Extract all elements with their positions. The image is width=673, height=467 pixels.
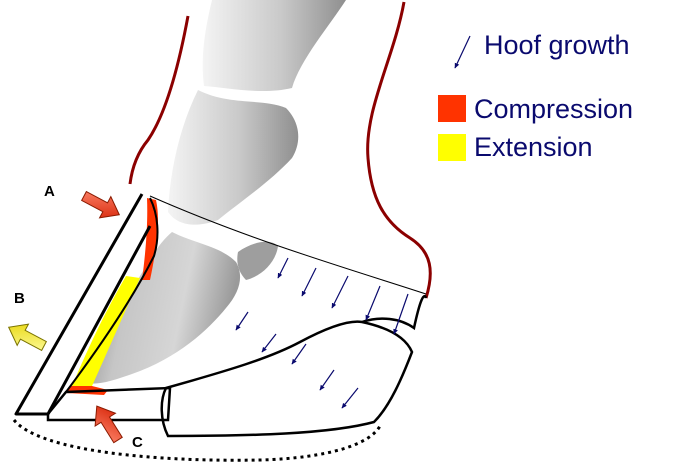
navicular-bone xyxy=(237,242,278,280)
frog-outline xyxy=(162,322,412,436)
growth-arrow xyxy=(342,388,358,408)
arrow-b xyxy=(3,317,50,357)
short-pastern-bone xyxy=(168,90,298,225)
arrow-a xyxy=(78,185,125,225)
leg-back-outline xyxy=(368,2,431,298)
legend-extension-swatch xyxy=(438,134,466,161)
growth-arrows xyxy=(236,258,408,408)
growth-arrow xyxy=(332,276,348,308)
growth-arrow xyxy=(394,294,408,334)
growth-arrow xyxy=(366,286,380,320)
growth-arrow xyxy=(320,370,334,390)
legend-growth-label: Hoof growth xyxy=(484,30,630,60)
growth-arrow xyxy=(236,312,248,330)
growth-arrow xyxy=(292,344,306,364)
long-pastern-bone xyxy=(203,0,346,91)
legend-extension-label: Extension xyxy=(474,132,593,162)
growth-arrow xyxy=(302,268,316,296)
growth-arrow xyxy=(278,258,288,278)
legend-growth-arrow xyxy=(455,36,470,68)
legend-compression-swatch xyxy=(438,95,466,122)
label-a: A xyxy=(44,183,55,200)
arrow-c xyxy=(87,400,129,447)
label-b: B xyxy=(14,290,25,307)
ground-contact-line xyxy=(14,420,380,460)
growth-arrow xyxy=(262,334,276,352)
legend-compression-label: Compression xyxy=(474,94,633,124)
label-c: C xyxy=(132,434,143,451)
legend: Hoof growth Compression Extension xyxy=(438,30,633,162)
